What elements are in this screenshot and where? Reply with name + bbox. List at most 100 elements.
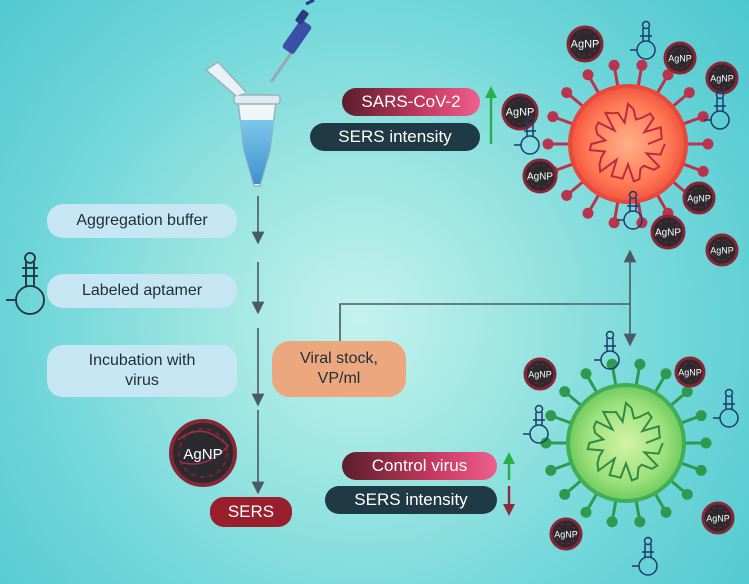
pipette-icon bbox=[269, 0, 315, 83]
step-aggregation-buffer: Aggregation buffer bbox=[47, 204, 237, 238]
viral-stock-line1: Viral stock, bbox=[300, 350, 378, 367]
control-sers-intensity-label: SERS intensity bbox=[354, 490, 468, 509]
control-virion-spike bbox=[554, 415, 573, 425]
agnp-icon-label: AgNP bbox=[710, 246, 734, 256]
control-virion-spike bbox=[611, 367, 618, 387]
control-virion-spike-head bbox=[695, 410, 707, 422]
agnp-icon: AgNP bbox=[566, 25, 604, 63]
flow-arrows bbox=[251, 196, 637, 495]
control-virion-spike-head bbox=[606, 516, 618, 528]
control-virus-label-box: Control virus bbox=[342, 452, 497, 480]
sars-cov-2-label-box: SARS-CoV-2 bbox=[342, 88, 480, 116]
sars-virion-spike bbox=[568, 93, 585, 108]
sars-virion-spike-head bbox=[582, 69, 594, 81]
control-virion-spike-head bbox=[559, 488, 571, 500]
sars-virion-spike-head bbox=[582, 207, 594, 219]
aptamer-icon bbox=[514, 115, 540, 155]
agnp-icon-label: AgNP bbox=[528, 370, 552, 380]
sars-virion-spike-head bbox=[697, 165, 709, 177]
aptamer-icon bbox=[632, 536, 658, 576]
control-virus-up-arrow bbox=[503, 452, 515, 480]
control-virion-spike bbox=[669, 479, 686, 494]
microtube-icon bbox=[204, 61, 281, 187]
sars-virion-spike bbox=[681, 116, 700, 126]
control-virion-spike bbox=[586, 376, 599, 394]
sars-virion-spike bbox=[671, 180, 688, 195]
agnp-icon: AgNP bbox=[705, 61, 739, 95]
step-sers: SERS bbox=[210, 497, 292, 527]
control-virion-spike bbox=[679, 415, 698, 425]
sars-virion-spike-head bbox=[542, 138, 554, 150]
sars-virion-spike bbox=[588, 77, 601, 95]
agnp-icon: AgNP bbox=[701, 501, 735, 535]
agnp-icon-label: AgNP bbox=[527, 172, 553, 183]
agnp-icon-label: AgNP bbox=[678, 368, 702, 378]
agnp-icon: AgNP bbox=[650, 214, 686, 250]
agnp-icon: AgNP bbox=[523, 357, 557, 391]
control-virion-spike-head bbox=[580, 506, 592, 518]
control-virion-spike bbox=[653, 492, 666, 510]
aptamer-icon bbox=[617, 190, 643, 230]
control-virion-spike-head bbox=[634, 358, 646, 370]
control-virion-spike-head bbox=[660, 506, 672, 518]
sars-virion-spike bbox=[613, 68, 620, 88]
agnp-icon-label: AgNP bbox=[655, 228, 681, 239]
control-virion-spike-head bbox=[545, 464, 557, 476]
control-virion-spike bbox=[653, 376, 666, 394]
sars-virion-spike bbox=[655, 77, 668, 95]
free-aptamers bbox=[514, 20, 739, 576]
sars-virion-spike bbox=[671, 93, 688, 108]
control-virion-spike-head bbox=[681, 386, 693, 398]
control-virion-spike-head bbox=[540, 437, 552, 449]
viral-stock-box: Viral stock, VP/ml bbox=[272, 341, 406, 397]
agnp-icon: AgNP bbox=[705, 233, 739, 267]
sars-cov-2-label: SARS-CoV-2 bbox=[361, 92, 461, 111]
sars-virion-spike-head bbox=[608, 59, 620, 71]
sars-virion-spike-head bbox=[636, 59, 648, 71]
aptamer-icon bbox=[594, 330, 620, 370]
sars-sers-intensity-label: SERS intensity bbox=[338, 127, 452, 146]
control-virion-spike bbox=[566, 479, 583, 494]
control-virion-spike-head bbox=[660, 368, 672, 380]
control-virus-label: Control virus bbox=[371, 456, 468, 475]
sars-virion-spike bbox=[613, 200, 620, 220]
aptamer-icon bbox=[704, 90, 730, 130]
sars-virion-spike bbox=[568, 180, 585, 195]
sars-virion-spike bbox=[588, 193, 601, 211]
control-virion-spike-head bbox=[634, 516, 646, 528]
sars-signal-up-arrow bbox=[485, 86, 497, 144]
control-virion-spike bbox=[669, 392, 686, 407]
step-sers-label: SERS bbox=[227, 502, 275, 521]
agnp-icon-label: AgNP bbox=[554, 530, 578, 540]
sars-virion-spike bbox=[655, 193, 668, 211]
step-incubation: Incubation with virus bbox=[47, 345, 237, 397]
control-virion-spike bbox=[554, 461, 573, 471]
viral-stock-line2: VP/ml bbox=[317, 370, 361, 387]
control-virion-spike bbox=[634, 499, 641, 519]
agnp-icon-label: AgNP bbox=[710, 74, 734, 84]
sars-virion-spike bbox=[556, 116, 575, 126]
step-labeled-aptamer: Labeled aptamer bbox=[47, 274, 237, 308]
control-virion-spike-head bbox=[580, 368, 592, 380]
sars-cov-2-virion-icon bbox=[542, 59, 714, 229]
aptamer-icon bbox=[523, 404, 549, 444]
sars-virion-spike-head bbox=[547, 111, 559, 123]
sars-virion-spike bbox=[556, 162, 575, 172]
sars-virion-spike-head bbox=[561, 87, 573, 99]
step-incubation-line1: Incubation with bbox=[88, 352, 196, 369]
agnp-icon-label: AgNP bbox=[706, 514, 730, 524]
control-virion-spike-head bbox=[545, 410, 557, 422]
agnp-large-label: AgNP bbox=[183, 446, 222, 463]
agnp-icon-label: AgNP bbox=[668, 54, 692, 64]
aptamer-icon bbox=[630, 20, 656, 60]
sars-virion-spike bbox=[681, 162, 700, 172]
step-labeled-aptamer-label: Labeled aptamer bbox=[81, 282, 203, 299]
control-virion-spike bbox=[611, 499, 618, 519]
agnp-icon: AgNP bbox=[663, 41, 697, 75]
agnp-icon-label: AgNP bbox=[506, 107, 535, 119]
sars-sers-intensity-box: SERS intensity bbox=[310, 123, 480, 151]
control-signal-down-arrow bbox=[503, 486, 515, 516]
agnp-icon: AgNP bbox=[549, 517, 583, 551]
